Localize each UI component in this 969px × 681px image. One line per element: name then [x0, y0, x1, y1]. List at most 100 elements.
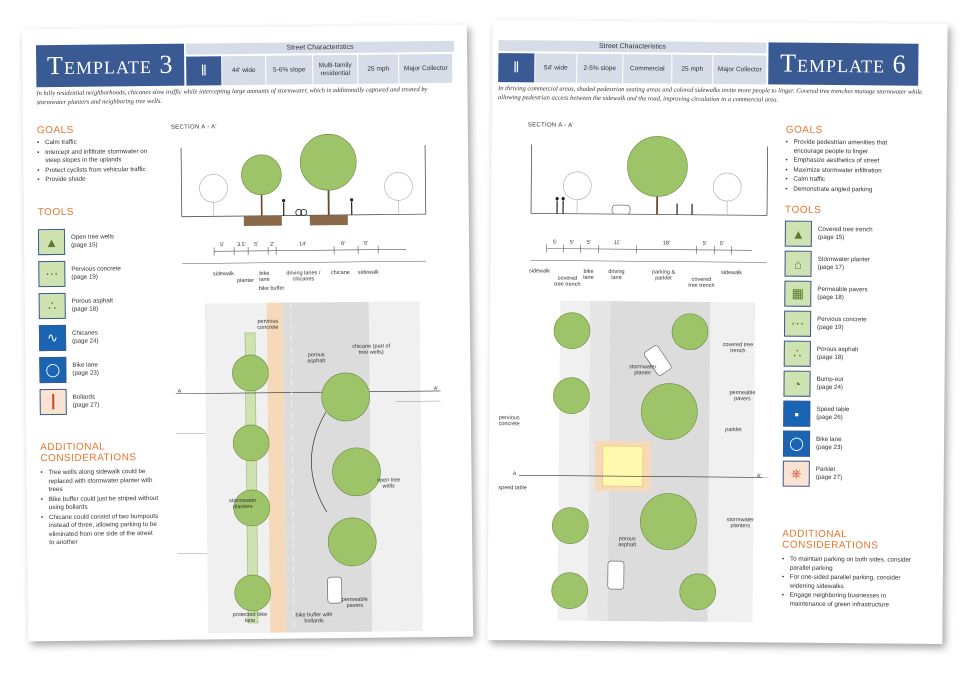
intro-text: In hilly residential neighborhoods, chic…	[36, 86, 428, 106]
plan-label-a-prime: A'	[433, 386, 439, 393]
template-3-banner: Template 3	[35, 43, 185, 88]
dim-label: 5'	[552, 239, 557, 246]
section-label-item: bike buffer	[258, 285, 285, 292]
goal-item: Protect cyclists from vehicular traffic	[37, 165, 155, 175]
dim-label: 6'	[341, 240, 346, 248]
tool-page: (page 24)	[72, 337, 99, 345]
char-speed: 25 mph	[672, 54, 713, 84]
tool-page: (page 27)	[815, 473, 843, 482]
consideration-item: For one-sided parallel parking, consider…	[782, 574, 912, 592]
additional-heading: ADDITIONAL CONSIDERATIONS	[782, 528, 879, 552]
porous-asphalt-icon: ∴	[783, 340, 811, 367]
consideration-item: Engage neighboring businesses in mainten…	[782, 592, 912, 610]
street-characteristics-title: Street Characteristics	[185, 40, 455, 55]
tool-item: ◔ Bump-out(page 24)	[783, 370, 874, 398]
goal-item: Provide shade	[37, 175, 155, 185]
tool-item: ▪ Speed table(page 26)	[783, 400, 874, 428]
dim-label: 5'	[254, 241, 259, 248]
tool-name: Pervious concrete	[71, 264, 121, 273]
parklet-icon: ⎈	[782, 460, 810, 487]
char-class: Major Collector	[713, 54, 767, 85]
tool-page: (page 15)	[71, 241, 98, 249]
dim-label: 18'	[662, 240, 670, 247]
char-slope: 5-6% slope	[266, 55, 313, 85]
char-width: 44' wide	[222, 55, 266, 86]
plan-label-covered-tree-trench: covered tree trench	[722, 342, 754, 355]
section-label-item: chicane	[330, 269, 350, 277]
dim-label: 5'	[364, 240, 369, 247]
tool-item: ▦ Permeable pavers(page 18)	[784, 280, 875, 308]
speed-table-icon: ▪	[783, 400, 811, 427]
consideration-item: Tree wells along sidewalk could be repla…	[40, 468, 158, 495]
plan-label-stormwater-planters: stormwater planters	[726, 517, 754, 530]
tool-page: (page 18)	[816, 353, 844, 362]
section-label-item: sidewalk	[720, 270, 743, 277]
section-drawing	[530, 136, 769, 263]
tool-page: (page 26)	[816, 413, 843, 422]
tools-heading: TOOLS	[37, 206, 75, 219]
tool-page: (page 15)	[817, 233, 845, 242]
tool-item: ∴ Porous asphalt(page 18)	[783, 340, 875, 368]
pervious-concrete-icon: ⋯	[38, 260, 66, 288]
goal-item: Provide pedestrian amenities that encour…	[786, 139, 914, 157]
bike-icon: ◯	[782, 430, 811, 457]
plan-label-stormwater-planter: stormwater planter	[629, 364, 657, 377]
tool-item: ⎈ Parklet(page 27)	[782, 460, 874, 488]
bollard-icon: ┃	[39, 388, 67, 416]
section-drawing	[180, 133, 427, 264]
stormwater-planter-icon: ⌂	[784, 250, 812, 277]
tool-item: ⋯ Pervious concrete(page 19)	[38, 260, 129, 288]
goal-item: Calm traffic	[37, 138, 155, 148]
tool-item: ◯ Bike lane(page 23)	[782, 430, 874, 458]
template-6-banner: Template 6	[768, 42, 919, 86]
covered-tree-trench-icon: ▲	[784, 220, 812, 247]
consideration-item: Bike buffer could just be striped withou…	[41, 494, 159, 512]
dim-label: 14'	[299, 241, 307, 248]
section-label-item: sidewalk	[357, 269, 379, 276]
plan-label-pervious-concrete: pervious concrete	[498, 415, 520, 428]
street-icon: ‖	[498, 53, 535, 83]
section-label-item: planter	[237, 277, 254, 285]
street-icon: ‖	[186, 56, 222, 86]
char-class: Major Collector	[399, 53, 453, 84]
tool-item: ┃ Bollards(page 27)	[39, 388, 131, 416]
char-landuse: Commercial	[623, 54, 672, 84]
template-3-page: Template 3 Street Characteristics ‖ 44' …	[21, 24, 474, 642]
plan-label-open-tree-wells: open tree wells	[376, 477, 401, 490]
plan-label-a: A	[512, 471, 517, 478]
goal-item: Emphasize aesthetics of street	[785, 157, 913, 167]
tool-item: ∿ Chicanes(page 24)	[38, 324, 130, 352]
plan-label-chicane: chicane (part of tree wells)	[352, 343, 391, 357]
additional-list: Tree wells along sidewalk could be repla…	[40, 468, 159, 549]
section-label-item: sidewalk	[528, 268, 551, 275]
plan-label-protected-bike-lane: protected bike lane	[232, 611, 268, 625]
tool-item: ▲ Covered tree trench(page 15)	[784, 220, 876, 248]
dim-label: 5'	[702, 240, 707, 247]
consideration-item: Chicane could consist of two bumpouts in…	[41, 512, 159, 547]
tool-item: ⌂ Stormwater planter(page 17)	[784, 250, 875, 278]
chicane-icon: ∿	[38, 324, 67, 352]
plan-label-permeable-pavers: permeable pavers	[729, 390, 756, 403]
section-label-item: driving lane	[608, 269, 625, 282]
dim-label: 5'	[719, 241, 724, 248]
section-label: SECTION A - A'	[527, 122, 574, 129]
plan-label-permeable-pavers: permeable pavers	[341, 596, 368, 610]
bike-icon: ◯	[39, 356, 67, 384]
pervious-concrete-icon: ⋯	[783, 310, 812, 337]
dim-label: 2'	[270, 241, 275, 248]
plan-label-parklet: parklet	[725, 427, 742, 434]
char-speed: 25 mph	[358, 54, 399, 84]
goals-heading: GOALS	[785, 124, 823, 136]
char-slope: 2-5% slope	[577, 53, 623, 84]
plan-label-stormwater-planters: stormwater planters	[229, 497, 257, 511]
dim-label: 5'	[220, 242, 225, 249]
goals-list: Provide pedestrian amenities that encour…	[785, 139, 913, 196]
porous-asphalt-icon: ∴	[38, 292, 66, 320]
street-characteristics-row: ‖ 54' wide 2-5% slope Commercial 25 mph …	[498, 53, 767, 85]
consideration-item: To maintain parking on both sides, consi…	[782, 556, 912, 574]
plan-drawing	[518, 300, 769, 623]
goal-item: Calm traffic	[785, 176, 913, 186]
additional-list: To maintain parking on both sides, consi…	[782, 556, 912, 611]
additional-heading: ADDITIONAL CONSIDERATIONS	[40, 441, 137, 465]
tools-list: ▲ Open tree wells(page 15) ⋯ Pervious co…	[37, 228, 131, 421]
